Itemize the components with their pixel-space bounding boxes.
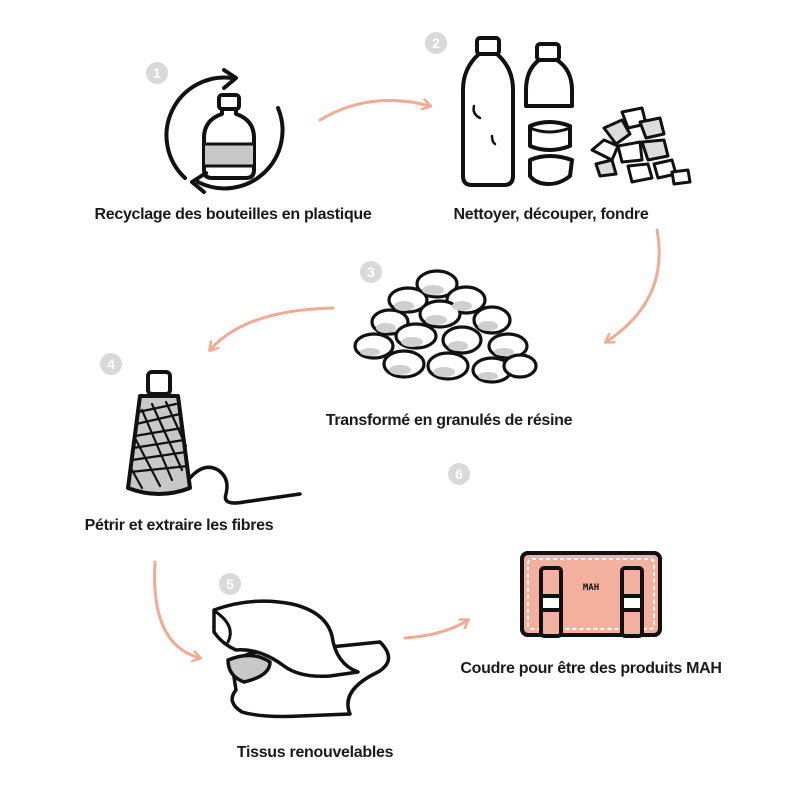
step-6-label: Coudre pour être des produits MAH <box>460 660 722 677</box>
arrow-5-to-6 <box>403 620 468 640</box>
arrow-2-to-3 <box>606 228 661 342</box>
step-5-label: Tissus renouvelables <box>236 744 394 761</box>
thread-spool-icon <box>126 370 302 505</box>
mah-bag-icon <box>520 551 662 638</box>
cut-bottles-icon <box>461 36 574 187</box>
bottle-recycling-icon <box>164 68 285 194</box>
step-4-badge: 4 <box>100 353 122 375</box>
arrow-3-to-4 <box>210 306 335 350</box>
step-5-badge: 5 <box>219 573 241 595</box>
step-3-label: Transformé en granulés de résine <box>325 412 573 429</box>
step-1-badge: 1 <box>146 62 168 84</box>
plastic-flakes-icon <box>590 106 692 186</box>
fabric-sheets-icon <box>212 599 391 719</box>
step-4-label: Pétrir et extraire les fibres <box>84 517 274 534</box>
arrow-1-to-2 <box>318 100 430 122</box>
flow-arrows <box>153 100 661 658</box>
arrow-4-to-5 <box>153 560 200 658</box>
resin-pellets-icon <box>353 269 538 384</box>
step-2-label: Nettoyer, découper, fondre <box>453 206 649 223</box>
step-3-badge: 3 <box>360 261 382 283</box>
step-6-badge: 6 <box>448 463 470 485</box>
step-2-badge: 2 <box>425 32 447 54</box>
step-1-label: Recyclage des bouteilles en plastique <box>94 206 372 223</box>
bag-logo: MAH <box>582 583 600 593</box>
